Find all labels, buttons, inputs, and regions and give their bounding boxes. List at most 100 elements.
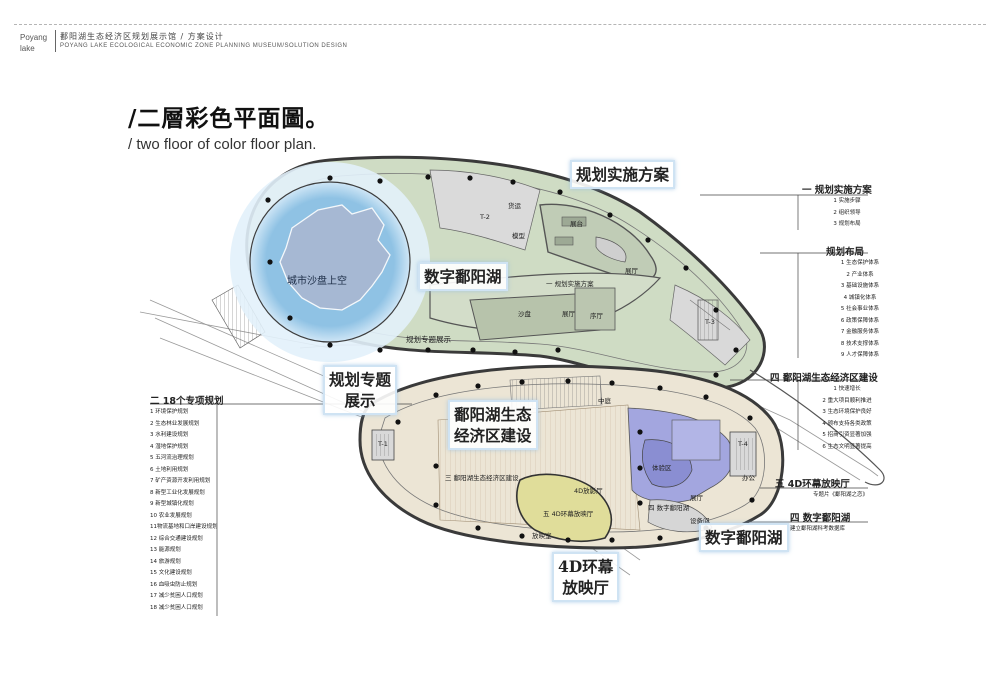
legend-cinema: 五 4D环幕放映厅 专题片《鄱阳湖之恋》: [775, 476, 893, 502]
legend-18-plans-heading: 二 18个专项规划: [150, 396, 224, 407]
callout-eco-zone-line1: 鄱阳湖生态: [454, 405, 532, 424]
legend-cinema-item: 专题片《鄱阳湖之恋》: [813, 492, 869, 498]
callout-digital-poyang-upper: 数字鄱阳湖: [418, 262, 508, 291]
legend-18-plans-list: 1 环境保护规划 2 生态林业发展规划 3 水利建设规划 4 湿地保护规划 5 五河流治…: [150, 407, 240, 614]
label-office: 办公: [742, 474, 755, 482]
legend-item: 2 产业体系: [846, 271, 874, 278]
legend-item: 8 技术支撑体系: [840, 340, 880, 347]
callout-special-topics-line2: 展示: [344, 391, 376, 410]
header-dashed-rule: [14, 24, 986, 25]
legend-item: 1 生态保护体系: [840, 260, 880, 266]
header-title-cn: 鄱阳湖生态经济区规划展示馆 / 方案设计: [60, 32, 224, 41]
legend-item: 3 规划布局: [833, 221, 861, 227]
legend-item: 3 生态环境保护良好: [822, 409, 872, 415]
legend-item: 14 旅游规划: [150, 558, 181, 565]
legend-layout: 规划布局 1 生态保护体系 2 产业体系 3 基础设施体系 4 城镇化体系 5 社会事业…: [826, 244, 894, 362]
legend-item: 18 减少贫困人口规划: [150, 604, 203, 611]
brand-line2: lake: [20, 44, 35, 53]
legend-cinema-heading: 五 4D环幕放映厅: [775, 479, 850, 490]
callout-cinema-line2: 放映厅: [562, 578, 609, 597]
legend-item: 13 能源规划: [150, 547, 181, 553]
legend-item: 5 招商引资显著加强: [822, 432, 872, 438]
legend-item: 4 颁布支持各类政策: [822, 420, 872, 427]
label-foyer: 序厅: [590, 312, 603, 320]
legend-item: 5 社会事业体系: [840, 306, 880, 312]
label-model: 模型: [512, 232, 525, 240]
legend-item: 7 矿产资源开发利用规划: [150, 478, 211, 484]
legend-item: 10 农业发展规划: [150, 512, 192, 519]
poyang-lake-map: [279, 204, 391, 311]
label-sandbox: 沙盘: [518, 310, 531, 318]
legend-digital-heading: 四 数字鄱阳湖: [790, 513, 851, 524]
legend-eco-zone-list: 1 快速增长 2 重大项目顺利推进 3 生态环境保护良好 4 颁布支持各类政策 5 招商…: [770, 384, 894, 453]
callout-cinema: 4D环幕 放映厅: [552, 552, 620, 602]
upper-stair-core: [697, 299, 719, 341]
label-section-one: 一 规划实施方案: [546, 280, 594, 288]
sandbox-void: [230, 162, 430, 362]
label-t2: T-2: [480, 213, 490, 221]
legend-digital-item: 建立鄱阳湖科考数据库: [790, 526, 846, 532]
legend-item: 3 基础设施体系: [840, 283, 880, 289]
header-title-en: POYANG LAKE ECOLOGICAL ECONOMIC ZONE PLA…: [60, 43, 348, 49]
label-t3: T-3: [705, 318, 715, 326]
legend-layout-heading: 规划布局: [826, 247, 865, 258]
label-t1: T-1: [378, 440, 388, 448]
callout-eco-zone: 鄱阳湖生态 经济区建设: [448, 400, 538, 450]
callout-eco-zone-line2: 经济区建设: [454, 426, 532, 445]
legend-item: 6 生态文明显著提高: [822, 443, 872, 450]
legend-item: 3 水利建设规划: [150, 432, 189, 438]
legend-item: 17 减少贫困人口规划: [150, 593, 203, 599]
legend-item: 15 文化建设规划: [150, 570, 192, 576]
label-exhibit-table: 展台: [570, 220, 583, 228]
legend-item: 4 湿地保护规划: [150, 443, 189, 450]
brand-logo: Poyang lake: [20, 32, 47, 54]
callout-plan-implementation: 规划实施方案: [570, 160, 676, 189]
label-loading: 货运: [508, 202, 521, 210]
legend-implementation-heading: 一 规划实施方案: [802, 185, 872, 196]
legend-item: 1 环境保护规划: [150, 409, 189, 415]
structural-columns: [265, 174, 755, 543]
label-city-sandbox: 城市沙盘上空: [287, 276, 347, 287]
lower-floor-plate: [358, 364, 785, 550]
label-equipment-room: 设备间: [690, 517, 710, 525]
label-t4: T-4: [738, 440, 748, 448]
legend-item: 6 政策保障体系: [840, 317, 880, 324]
legend-layout-list: 1 生态保护体系 2 产业体系 3 基础设施体系 4 城镇化体系 5 社会事业体系 6 政…: [826, 258, 894, 362]
east-ramp: [749, 369, 885, 486]
legend-item: 5 五河流治理规划: [150, 455, 194, 461]
legend-item: 16 血吸虫防止规划: [150, 581, 198, 588]
legend-item: 9 新型城镇化规划: [150, 501, 194, 507]
legend-item: 6 土地利用规划: [150, 466, 189, 473]
legend-item: 7 金融服务体系: [840, 329, 880, 335]
brand-line1: Poyang: [20, 33, 48, 42]
legend-leaders: [150, 194, 868, 616]
legend-item: 2 生态林业发展规划: [150, 420, 200, 427]
label-section-three: 三 鄱阳湖生态经济区建设: [445, 474, 519, 482]
legend-digital: 四 数字鄱阳湖 建立鄱阳湖科考数据库: [790, 510, 894, 536]
legend-item: 1 快速增长: [833, 386, 861, 392]
legend-item: 8 新型工业化发展规划: [150, 489, 205, 496]
label-experience-zone: 体验区: [652, 464, 672, 472]
legend-item: 12 综合交通建设规划: [150, 535, 203, 542]
legend-item: 2 重大项目顺利推进: [822, 397, 872, 404]
callout-special-topics: 规划专题 展示: [323, 365, 398, 415]
legend-18-plans: 二 18个专项规划 1 环境保护规划 2 生态林业发展规划 3 水利建设规划 4 湿地…: [150, 393, 240, 614]
legend-item: 1 实施步骤: [833, 198, 861, 204]
label-section-five: 五 4D环幕放映厅: [543, 510, 594, 518]
legend-item: 9 人才保障体系: [840, 352, 880, 358]
label-exhibition-hall-2: 展厅: [625, 267, 638, 275]
label-cinema-4d: 4D放影厅: [574, 487, 603, 495]
label-screening-room: 放映室: [532, 532, 552, 540]
callout-special-topics-line1: 规划专题: [329, 370, 392, 389]
legend-item: 11物流基地和口岸建设规划: [150, 524, 218, 530]
label-section-four: 四 数字鄱阳湖: [648, 504, 690, 512]
page-title-en: / two floor of color floor plan.: [128, 136, 317, 153]
label-exhibition-hall: 展厅: [562, 310, 575, 318]
page-title-cn: /二層彩色平面圖。: [128, 105, 330, 132]
callout-cinema-line1: 4D环幕: [558, 557, 614, 576]
label-exhibition-hall-3: 展厅: [690, 494, 703, 502]
legend-item: 4 城镇化体系: [843, 294, 877, 301]
